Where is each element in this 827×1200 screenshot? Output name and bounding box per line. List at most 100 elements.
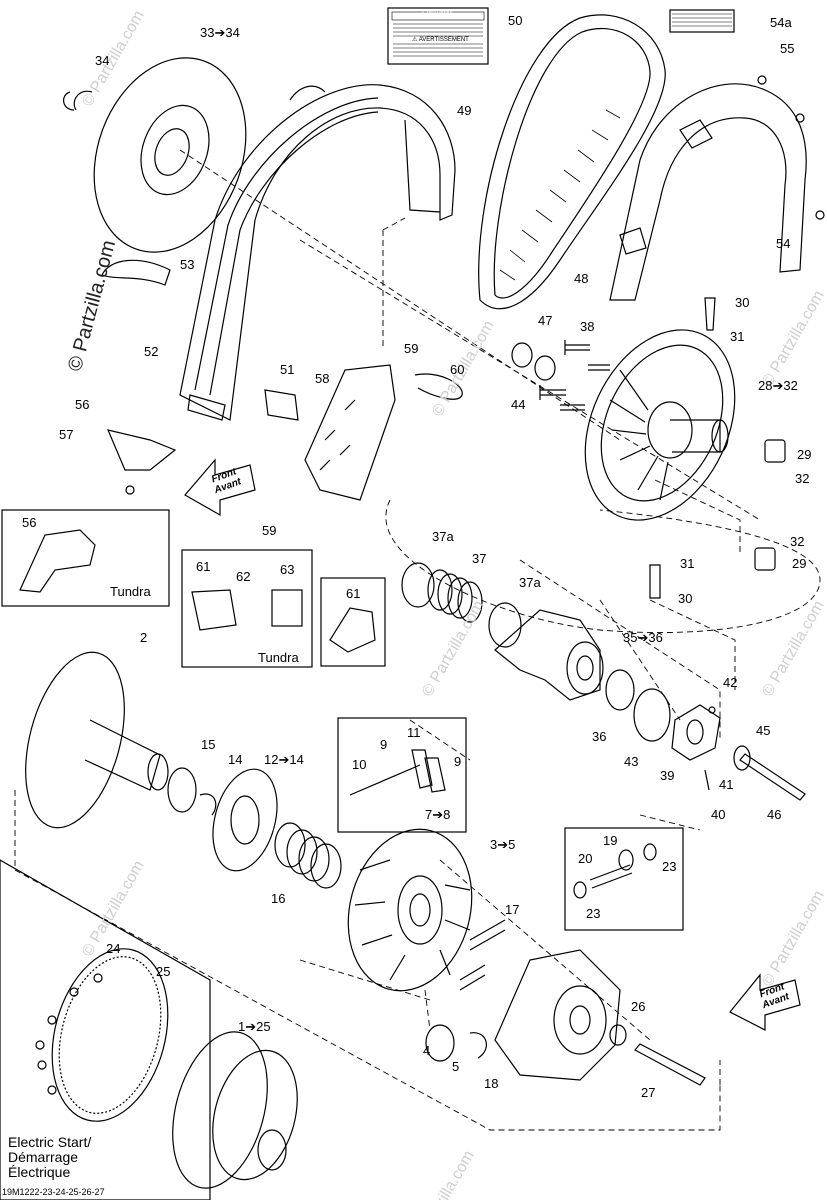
callout-36: 36 [592, 729, 607, 744]
sticker-warning-band [391, 11, 485, 21]
weight-29b [754, 547, 776, 571]
callout-24: 24 [106, 941, 121, 956]
pin-20 [589, 864, 633, 889]
drive-pulley-assembly-1 [172, 1031, 298, 1189]
callout-63: 63 [280, 562, 295, 577]
callout-31b: 31 [680, 556, 695, 571]
callout-44: 44 [511, 397, 526, 412]
callout-3: 3➔5 [490, 837, 516, 852]
callout-41: 41 [719, 777, 734, 792]
drive-pulley-sheave-2 [25, 651, 169, 829]
pin-30a [704, 297, 716, 331]
cam-35 [494, 609, 604, 701]
callout-47: 47 [538, 313, 553, 328]
callout-11: 11 [407, 725, 421, 740]
callout-56b: 56 [22, 515, 37, 530]
spring-16 [274, 822, 342, 889]
callout-51: 51 [280, 362, 295, 377]
bushing-4 [425, 1024, 455, 1062]
callout-59a: 59 [404, 341, 419, 356]
belt-cover-54 [609, 83, 807, 301]
clip-60 [414, 373, 463, 400]
sticker-54a [669, 9, 735, 33]
electric-start-box [0, 859, 211, 1200]
callout-15: 15 [201, 737, 216, 752]
callout-27: 27 [641, 1085, 656, 1100]
bracket-56 [106, 429, 177, 471]
pad-63 [271, 589, 303, 627]
callout-56a: 56 [75, 397, 90, 412]
callout-7: 7➔8 [425, 807, 451, 822]
bolt-27 [634, 1043, 706, 1086]
nut-56 [125, 485, 135, 495]
front-arrow-upper [184, 458, 256, 517]
roller-19 [618, 849, 634, 871]
callout-58: 58 [315, 371, 330, 386]
callout-46: 46 [767, 807, 782, 822]
belt-guard-bracket-49 [179, 84, 456, 421]
screw-40 [704, 769, 710, 791]
callout-31a: 31 [730, 329, 745, 344]
callout-5: 5 [452, 1059, 460, 1074]
bolts-17 [459, 919, 506, 991]
callout-62: 62 [236, 569, 251, 584]
callout-23a: 23 [662, 859, 677, 874]
bracket-58 [304, 364, 396, 501]
screw-42 [708, 706, 716, 714]
sticker-avertissement-text: ⚠ AVERTISSEMENT [412, 37, 469, 43]
callout-53: 53 [180, 257, 195, 272]
bolts-38-44 [539, 340, 610, 411]
callout-38: 38 [580, 319, 595, 334]
spacer-37a-2 [488, 602, 522, 648]
callout-2: 2 [140, 630, 148, 645]
block-61 [191, 589, 237, 631]
pin-10 [349, 764, 421, 796]
callout-12: 12➔14 [264, 752, 304, 767]
callout-61a: 61 [196, 559, 211, 574]
ring-gear-25 [51, 948, 169, 1122]
clip-34 [63, 91, 75, 111]
callout-34: 34 [95, 53, 110, 68]
driven-pulley-28 [584, 329, 736, 521]
lever-7b [424, 757, 446, 793]
callout-42: 42 [723, 675, 738, 690]
callout-4: 4 [423, 1043, 431, 1058]
callout-61b: 61 [346, 586, 361, 601]
front-arrow-lower [729, 973, 801, 1031]
callout-26: 26 [631, 999, 646, 1014]
callout-54: 54 [776, 236, 791, 251]
rivet-54 [815, 210, 825, 220]
fixed-sheave-disc-33 [73, 57, 247, 253]
tundra-bracket-56 [19, 529, 96, 593]
callout-30b: 30 [678, 591, 693, 606]
sticker-text-lines [393, 23, 483, 57]
electric-start-label: Electric Start/ Démarrage Électrique [8, 1135, 91, 1180]
callout-29a: 29 [797, 447, 812, 462]
block-61b [329, 607, 376, 653]
callout-49: 49 [457, 103, 472, 118]
callout-17: 17 [505, 902, 520, 917]
washer-23a [643, 843, 657, 861]
rivet-55b [795, 113, 805, 123]
callout-9a: 9 [380, 737, 388, 752]
electric-start-line1: Electric Start/ [8, 1134, 92, 1150]
callout-37a-1: 37a [432, 529, 454, 544]
callout-60: 60 [450, 362, 465, 377]
callout-59b: 59 [262, 523, 277, 538]
callout-33: 33➔34 [200, 25, 240, 40]
callout-35: 35➔36 [623, 630, 663, 645]
washer-43 [633, 688, 671, 742]
screws-24 [35, 973, 103, 1095]
reference-code: 19M1222-23-24-25-26-27 [2, 1187, 105, 1197]
callout-30a: 30 [735, 295, 750, 310]
callout-20: 20 [578, 851, 593, 866]
tundra-label-2: Tundra [258, 650, 299, 665]
bearing-15 [167, 767, 197, 813]
plate-12 [212, 768, 278, 872]
callout-39: 39 [660, 768, 675, 783]
callout-9b: 9 [454, 754, 462, 769]
tundra-bracket-box [1, 509, 170, 607]
warning-sticker-50 [387, 7, 489, 65]
pad-53 [101, 259, 171, 286]
